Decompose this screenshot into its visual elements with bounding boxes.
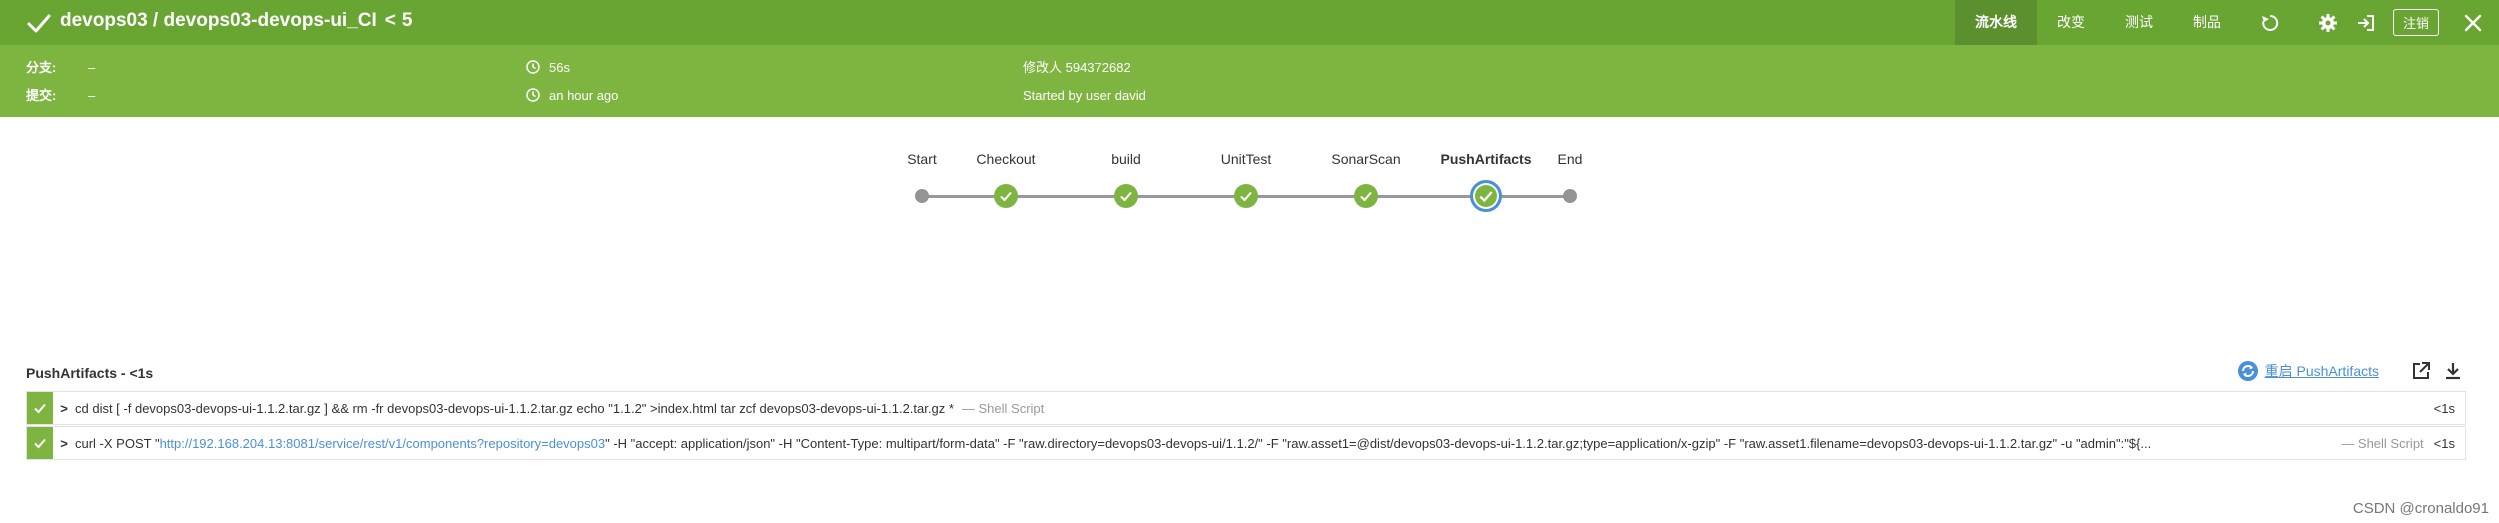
stage-label: Start xyxy=(907,151,937,167)
step-command-text: cd dist [ -f devops03-devops-ui-1.1.2.ta… xyxy=(75,400,954,416)
end-node xyxy=(1563,189,1577,203)
selected-success-node[interactable] xyxy=(1470,180,1502,212)
replay-button[interactable] xyxy=(2251,0,2289,45)
repository-url-link[interactable]: http://192.168.204.13:8081/service/rest/… xyxy=(159,435,606,451)
close-icon xyxy=(2464,14,2482,31)
clock-icon xyxy=(526,60,540,74)
step-command-suffix: " -H "accept: application/json" -H "Cont… xyxy=(605,435,2152,451)
gear-icon xyxy=(2318,13,2337,32)
branch-value: – xyxy=(88,60,96,75)
check-icon xyxy=(1479,191,1493,203)
success-node[interactable] xyxy=(1234,184,1258,208)
run-number: 5 xyxy=(401,10,413,31)
step-success-badge xyxy=(27,427,53,459)
check-icon xyxy=(1120,191,1132,202)
steps-heading: PushArtifacts - <1s xyxy=(26,364,153,382)
stage-label: UnitTest xyxy=(1220,151,1272,167)
step-duration: <1s xyxy=(2433,400,2455,416)
tab-changes[interactable]: 改变 xyxy=(2056,14,2085,30)
commit-value: – xyxy=(88,88,96,103)
steps-actions: 重启 PushArtifacts xyxy=(2237,360,2463,382)
step-duration: <1s xyxy=(2433,435,2455,451)
download-icon[interactable] xyxy=(2443,361,2463,381)
pipeline-graph: Start Checkout build UnitTest SonarScan … xyxy=(880,150,1600,230)
run-details: 分支:– 提交:– 56s an hour ago 修改人 594372682 … xyxy=(0,45,2499,117)
branch-label: 分支: xyxy=(26,60,57,75)
close-button[interactable] xyxy=(2451,0,2495,45)
chevron-right-icon[interactable]: > xyxy=(60,400,68,416)
selected-stage-name: PushArtifacts xyxy=(26,365,118,381)
run-title: devops03 / devops03-devops-ui_CI <5 xyxy=(60,10,412,32)
run-header: devops03 / devops03-devops-ui_CI <5 流水线 改… xyxy=(0,0,2499,45)
success-node[interactable] xyxy=(1354,184,1378,208)
sign-in-icon xyxy=(2357,14,2374,31)
check-icon xyxy=(34,438,46,449)
success-node[interactable] xyxy=(994,184,1018,208)
exit-button[interactable] xyxy=(2347,0,2385,45)
tab-tests[interactable]: 测试 xyxy=(2124,14,2153,30)
commit-row: 提交: – xyxy=(26,88,95,104)
stage-build[interactable]: build xyxy=(1056,150,1196,208)
step-command-prefix: curl -X POST " xyxy=(75,435,160,451)
start-node xyxy=(915,189,929,203)
step-command: cd dist [ -f devops03-devops-ui-1.1.2.ta… xyxy=(75,401,2424,416)
check-icon xyxy=(1360,191,1372,202)
changes-by: 修改人 594372682 xyxy=(1023,60,1131,75)
check-icon xyxy=(1240,191,1252,202)
tab-artifacts[interactable]: 制品 xyxy=(2192,14,2221,30)
time-ago-value: an hour ago xyxy=(549,88,619,103)
check-icon xyxy=(27,14,51,33)
tab-pipeline[interactable]: 流水线 xyxy=(1954,0,2037,45)
commit-label: 提交: xyxy=(26,88,57,103)
stage-label: Checkout xyxy=(976,151,1036,167)
settings-button[interactable] xyxy=(2309,0,2347,45)
stage-label: SonarScan xyxy=(1331,151,1401,167)
stage-end: End xyxy=(1500,150,1640,203)
stage-unittest[interactable]: UnitTest xyxy=(1176,150,1316,208)
replay-icon xyxy=(2261,14,2279,31)
log-step-row[interactable]: > cd dist [ -f devops03-devops-ui-1.1.2.… xyxy=(26,391,2466,425)
step-type: — Shell Script xyxy=(961,400,1045,416)
stage-label: PushArtifacts xyxy=(1440,151,1532,167)
header-nav: 流水线 改变 测试 制品 注销 xyxy=(1954,0,2499,45)
stage-checkout[interactable]: Checkout xyxy=(936,150,1076,208)
step-command: curl -X POST "http://192.168.204.13:8081… xyxy=(75,436,2333,451)
time-row: an hour ago xyxy=(526,88,618,104)
check-icon xyxy=(34,403,46,414)
project-path[interactable]: devops03 / devops03-devops-ui_CI xyxy=(60,10,377,31)
chevron-left-icon[interactable]: < xyxy=(384,10,396,31)
duration-row: 56s xyxy=(526,60,570,76)
clock-icon xyxy=(526,88,540,102)
started-by: Started by user david xyxy=(1023,88,1146,103)
watermark: CSDN @cronaldo91 xyxy=(2352,500,2489,517)
step-success-badge xyxy=(27,392,53,424)
external-link-icon[interactable] xyxy=(2411,361,2431,381)
logout-button[interactable]: 注销 xyxy=(2392,9,2439,36)
stage-sonarscan[interactable]: SonarScan xyxy=(1296,150,1436,208)
stage-label: End xyxy=(1557,151,1583,167)
duration-value: 56s xyxy=(549,60,570,75)
stage-pushartifacts[interactable]: PushArtifacts xyxy=(1416,150,1556,212)
success-node[interactable] xyxy=(1114,184,1138,208)
branch-row: 分支: – xyxy=(26,60,95,76)
step-type: — Shell Script xyxy=(2341,435,2424,451)
selected-stage-duration: - <1s xyxy=(117,365,154,381)
log-step-row[interactable]: > curl -X POST "http://192.168.204.13:80… xyxy=(26,426,2466,460)
stage-label: build xyxy=(1111,151,1141,167)
stage-start: Start xyxy=(852,150,992,203)
restart-stage-link[interactable]: 重启 PushArtifacts xyxy=(2264,363,2379,379)
check-icon xyxy=(1000,191,1012,202)
chevron-right-icon[interactable]: > xyxy=(60,435,68,451)
restart-icon[interactable] xyxy=(2237,360,2259,382)
